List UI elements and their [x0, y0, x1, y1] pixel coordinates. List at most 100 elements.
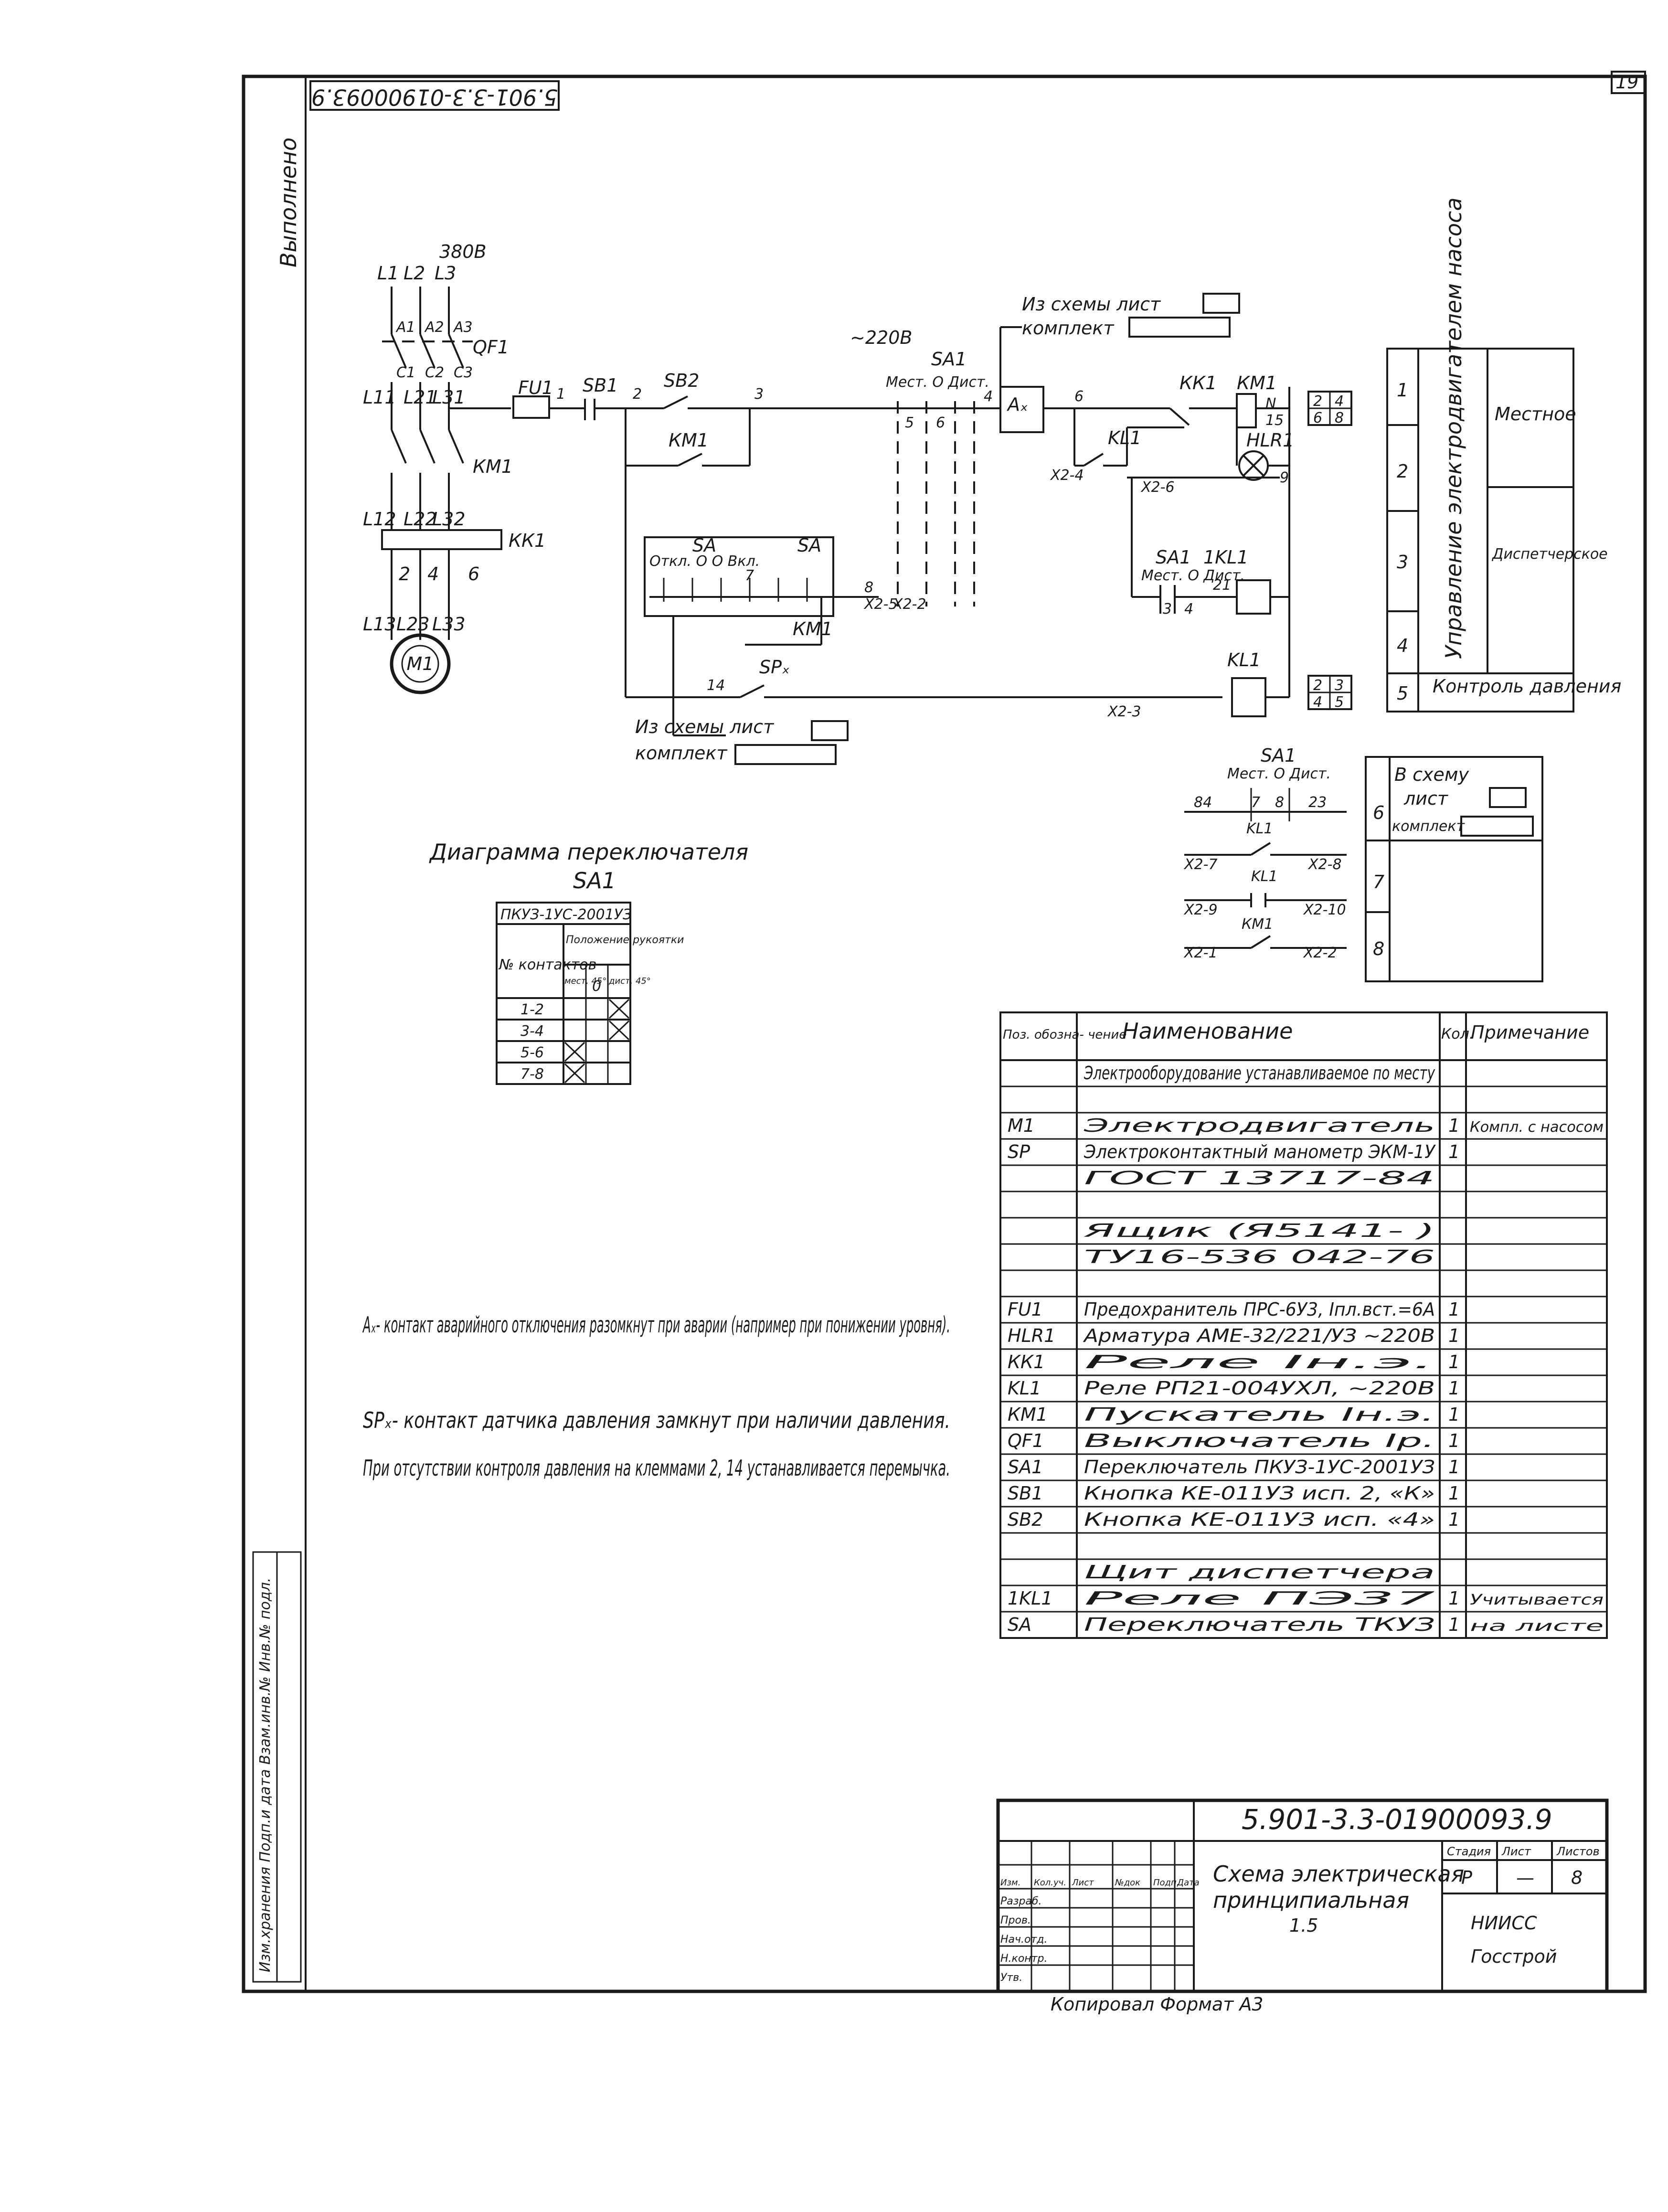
switch-pos-left: мест. 45° — [564, 976, 606, 986]
sheet-frame: 19 5.901-3.3-01900093.9 Выполнено Изм.хр… — [242, 71, 1647, 1993]
motor-line-l13: L13 — [363, 614, 396, 635]
thermal-term-6: 6 — [468, 564, 479, 585]
sub-sa1-modes: Мест. О Дист. — [1227, 766, 1331, 782]
title-line-2: принципиальная — [1213, 1887, 1409, 1913]
sa1-label: SA1 — [931, 349, 967, 370]
sheet-value: — — [1516, 1867, 1534, 1888]
spec-cell-pos: SB1 — [1008, 1483, 1043, 1504]
section-local: Местное — [1495, 404, 1576, 425]
node-6: 6 — [936, 415, 945, 431]
sub-sa1-label: SA1 — [1261, 745, 1296, 766]
spec-cell-name: Щит диспетчера — [1084, 1562, 1435, 1583]
contact-bot-3: 3 — [1335, 677, 1344, 694]
contact-bot-4: 4 — [1313, 694, 1322, 711]
tb-bottom-note: Копировал Формат А3 — [1051, 1994, 1264, 2015]
switch-row-contacts: 3-4 — [521, 1023, 544, 1040]
sub-pair1-b: Х2-8 — [1307, 856, 1342, 873]
node-6b: 6 — [1074, 388, 1084, 405]
panel-row-4: 4 — [1397, 635, 1408, 656]
load-line-l21: L21 — [404, 387, 437, 408]
node-1: 1 — [556, 386, 565, 403]
contact-top-8: 8 — [1335, 410, 1344, 426]
tb-role: Утв. — [1000, 1972, 1022, 1984]
stage-header-sheet: Лист — [1501, 1845, 1531, 1858]
load-line-l31: L31 — [432, 387, 466, 408]
km1-aux2-label: КМ1 — [793, 618, 833, 639]
stage-value: Р — [1461, 1867, 1472, 1888]
x2-2: Х2-2 — [892, 596, 926, 613]
sb1-label: SB1 — [583, 375, 618, 396]
kl1-coil-label: KL1 — [1227, 649, 1261, 670]
spec-cell-qty: 1 — [1448, 1325, 1460, 1346]
sub-label-8: 8 — [1275, 794, 1284, 811]
tb-col-header: Кол.уч. — [1034, 1878, 1066, 1888]
spec-cell-name: Выключатель Iр. — [1084, 1430, 1435, 1451]
spec-cell-qty: 1 — [1448, 1483, 1460, 1504]
spec-cell-name: Предохранитель ПРС-6У3, Iпл.вст.=6А — [1084, 1299, 1435, 1320]
node-5: 5 — [905, 415, 914, 431]
sa1-modes: Мест. О Дист. — [886, 374, 989, 391]
title-code: 5.901-3.3-01900093.9 — [1242, 1803, 1552, 1836]
km1-coil-label: КМ1 — [1237, 372, 1277, 393]
breaker-term-a3: A3 — [453, 319, 473, 336]
sub-km1-label: КМ1 — [1242, 916, 1273, 933]
tb-col-header: Лист — [1072, 1878, 1094, 1888]
sub-pair2-b: Х2-10 — [1303, 902, 1346, 918]
tb-role: Пров. — [1000, 1914, 1031, 1926]
switch-pos-mid: 0 — [592, 978, 601, 995]
spec-cell-pos: FU1 — [1008, 1299, 1043, 1320]
breaker-term-c1: C1 — [396, 364, 415, 381]
node-8: 8 — [864, 579, 873, 596]
spec-cell-name: Переключатель ТКУЗ — [1084, 1614, 1435, 1635]
ref-top-sheet: Из схемы лист — [1022, 294, 1161, 315]
spec-cell-note: Учитывается — [1470, 1592, 1604, 1608]
voltage-3ph: 380В — [439, 241, 487, 262]
km1-aux-label: КМ1 — [669, 430, 709, 451]
tb-role: Н.контр. — [1000, 1953, 1047, 1965]
spec-cell-pos: QF1 — [1008, 1430, 1044, 1451]
spec-header-note: Примечание — [1471, 1022, 1589, 1043]
tb-role: Нач.отд. — [1000, 1934, 1048, 1946]
left-margin-text: Выполнено — [276, 138, 301, 267]
spec-cell-name: Реле Iн.э. — [1084, 1351, 1435, 1372]
breaker-term-c3: C3 — [454, 364, 473, 381]
spec-cell-qty: 1 — [1448, 1378, 1460, 1399]
section-remote: Диспетчерское — [1491, 546, 1608, 563]
spec-cell-name: Реле РП21-004УХЛ, ~220В — [1084, 1378, 1435, 1399]
switch-pos-right: дист. 45° — [608, 976, 651, 986]
spec-cell-qty: 1 — [1448, 1588, 1460, 1609]
spec-cell-pos: SP — [1008, 1141, 1030, 1162]
sheet-number: 19 — [1615, 72, 1638, 93]
spec-cell-qty: 1 — [1448, 1404, 1460, 1425]
ref-bot-sheet: Из схемы лист — [635, 716, 775, 737]
panel-row-2: 2 — [1397, 461, 1408, 482]
contactor-label: КМ1 — [473, 456, 513, 477]
switch-rows: 1-23-45-67-8 — [521, 999, 630, 1084]
node-7: 7 — [745, 567, 754, 584]
sub-label-23: 23 — [1308, 794, 1327, 811]
thermal-term-4: 4 — [427, 564, 439, 585]
breaker-term-a2: A2 — [424, 319, 444, 336]
switch-closed-mark — [608, 1020, 630, 1041]
section-main: Управление электродвигателем насоса — [1441, 197, 1466, 659]
node-2: 2 — [633, 386, 642, 403]
sa-label-1: SA — [692, 535, 716, 556]
kl1-contact-label: KL1 — [1108, 427, 1141, 448]
spec-cell-name: ГОСТ 13717-84 — [1084, 1168, 1435, 1189]
spec-cell-name: Электрооборудование устанавливаемое по м… — [1084, 1063, 1435, 1084]
tb-col-header: Изм. — [1000, 1878, 1020, 1888]
spec-cell-qty: 1 — [1448, 1614, 1460, 1635]
sub-kl1-label-2: KL1 — [1251, 868, 1277, 885]
breaker-term-a1: A1 — [395, 319, 415, 336]
node-21: 21 — [1213, 577, 1231, 594]
node-15: 15 — [1265, 412, 1284, 429]
spec-header-pos: Поз. обозна- чение — [1003, 1028, 1126, 1042]
control-circuit: ~220В FU1 SB1 SB2 КМ1 1 2 3 SA1 Мест. О … — [449, 293, 1352, 765]
switch-row-contacts: 1-2 — [521, 1001, 544, 1018]
node-3: 3 — [754, 386, 764, 403]
node-9: 9 — [1280, 469, 1289, 486]
ref-bot-set: комплект — [635, 743, 728, 764]
sub-kl1-label: KL1 — [1246, 820, 1273, 837]
